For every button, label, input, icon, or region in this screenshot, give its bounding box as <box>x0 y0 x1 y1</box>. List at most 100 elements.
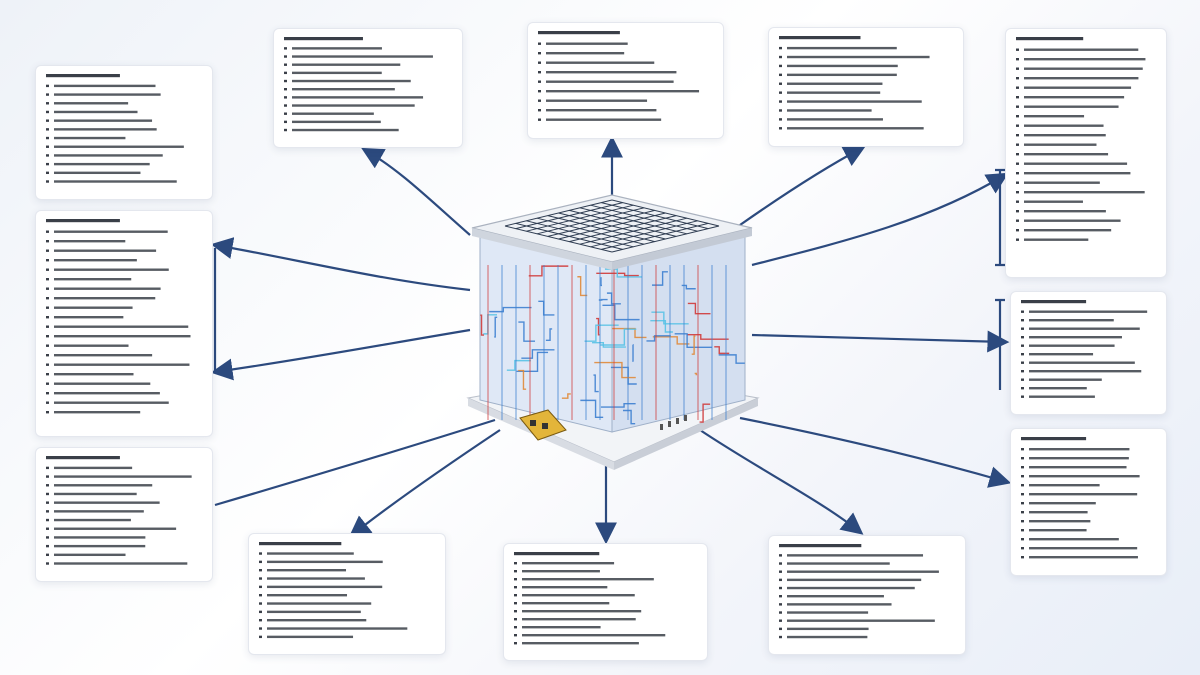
card-text-line <box>787 109 872 112</box>
card-text-line <box>54 240 126 243</box>
card-bullet <box>779 603 782 606</box>
card-text-line <box>546 109 657 112</box>
card-bullet <box>46 249 49 252</box>
card-bullet <box>46 344 49 347</box>
card-text-line <box>292 104 415 107</box>
card-text-lines <box>46 219 191 414</box>
card-text-line <box>54 306 133 309</box>
card-text-line <box>54 180 177 183</box>
card-text-line <box>522 586 608 589</box>
card-text-line <box>1029 387 1087 390</box>
card-bullet <box>284 128 287 132</box>
card-bullet <box>538 118 541 121</box>
card-bullet <box>779 570 782 573</box>
card-text-line <box>54 154 163 157</box>
card-text-line <box>267 610 361 614</box>
card-text-line <box>787 595 884 598</box>
card-bullet <box>1021 547 1024 550</box>
card-bullet <box>1021 529 1024 532</box>
card-text-line <box>787 91 881 94</box>
card-bullet <box>1016 200 1019 203</box>
card-text-line <box>54 325 189 328</box>
card-text-line <box>54 510 144 513</box>
card-text-line <box>787 627 869 631</box>
card-text-lines <box>1021 300 1148 398</box>
card-bullet <box>538 80 541 83</box>
card-top-2 <box>527 22 724 139</box>
card-text-line <box>1024 58 1146 61</box>
card-bullet <box>46 501 49 504</box>
card-bullet <box>284 47 287 50</box>
card-text-lines <box>284 37 433 132</box>
card-bullet <box>46 230 49 233</box>
card-text-line <box>522 570 600 573</box>
card-bullet <box>1021 319 1024 322</box>
card-bullet <box>1016 134 1019 137</box>
card-bullet <box>284 79 287 83</box>
card-bullet <box>46 510 49 513</box>
card-heading-line <box>284 37 363 41</box>
card-text-line <box>292 120 381 124</box>
card-bullet <box>46 411 49 414</box>
card-bullet <box>46 278 49 281</box>
chip-wiring <box>480 265 745 425</box>
card-text-line <box>54 136 126 140</box>
card-bullet <box>259 577 262 580</box>
card-text-line <box>522 634 666 637</box>
card-bullet <box>779 100 782 103</box>
card-bullet <box>46 325 49 328</box>
card-text-line <box>54 110 138 114</box>
card-text-line <box>522 594 635 597</box>
card-text-lines <box>779 36 930 130</box>
card-text-line <box>1024 229 1112 232</box>
card-text-lines <box>259 542 408 639</box>
card-text-line <box>787 100 922 103</box>
card-text-line <box>292 128 399 132</box>
card-text-line <box>54 259 137 262</box>
card-text-line <box>1029 370 1142 373</box>
card-bullet <box>1016 67 1019 70</box>
card-heading-line <box>514 552 600 556</box>
card-text-line <box>54 93 161 96</box>
card-text-line <box>267 560 383 564</box>
card-bullet <box>1021 378 1024 381</box>
card-bullet <box>1021 538 1024 541</box>
card-text-line <box>546 61 655 64</box>
card-text-line <box>787 562 890 565</box>
card-text-line <box>1024 143 1097 146</box>
card-text-line <box>292 63 401 66</box>
card-top-3 <box>768 27 964 147</box>
card-bullet <box>284 63 287 66</box>
card-text-line <box>1029 310 1148 313</box>
card-text-line <box>54 527 177 530</box>
card-bullet <box>46 475 49 478</box>
card-text-line <box>787 82 883 85</box>
card-bullet <box>259 560 262 564</box>
card-bottom-3 <box>768 535 966 655</box>
card-bullet <box>1021 310 1024 313</box>
card-left-2 <box>35 210 213 437</box>
card-heading-line <box>1016 37 1084 41</box>
card-bullet <box>46 110 49 114</box>
card-bullet <box>46 145 49 148</box>
card-bullet <box>538 52 541 55</box>
card-bullet <box>46 484 49 487</box>
card-text-line <box>292 96 424 99</box>
card-text-line <box>54 344 129 347</box>
card-heading-line <box>46 74 120 78</box>
card-text-line <box>1029 327 1140 330</box>
card-bullet <box>1016 181 1019 184</box>
bracket-right-1 <box>995 168 1005 267</box>
card-text-line <box>787 578 922 582</box>
card-text-line <box>787 586 915 590</box>
card-text-line <box>1029 457 1129 460</box>
card-bullet <box>1016 77 1019 80</box>
card-text-line <box>1029 538 1119 541</box>
card-text-line <box>267 627 408 630</box>
card-text-line <box>1029 493 1138 496</box>
card-bullet <box>538 90 541 93</box>
arrow-to-top-1 <box>361 147 471 236</box>
card-text-line <box>522 642 639 645</box>
